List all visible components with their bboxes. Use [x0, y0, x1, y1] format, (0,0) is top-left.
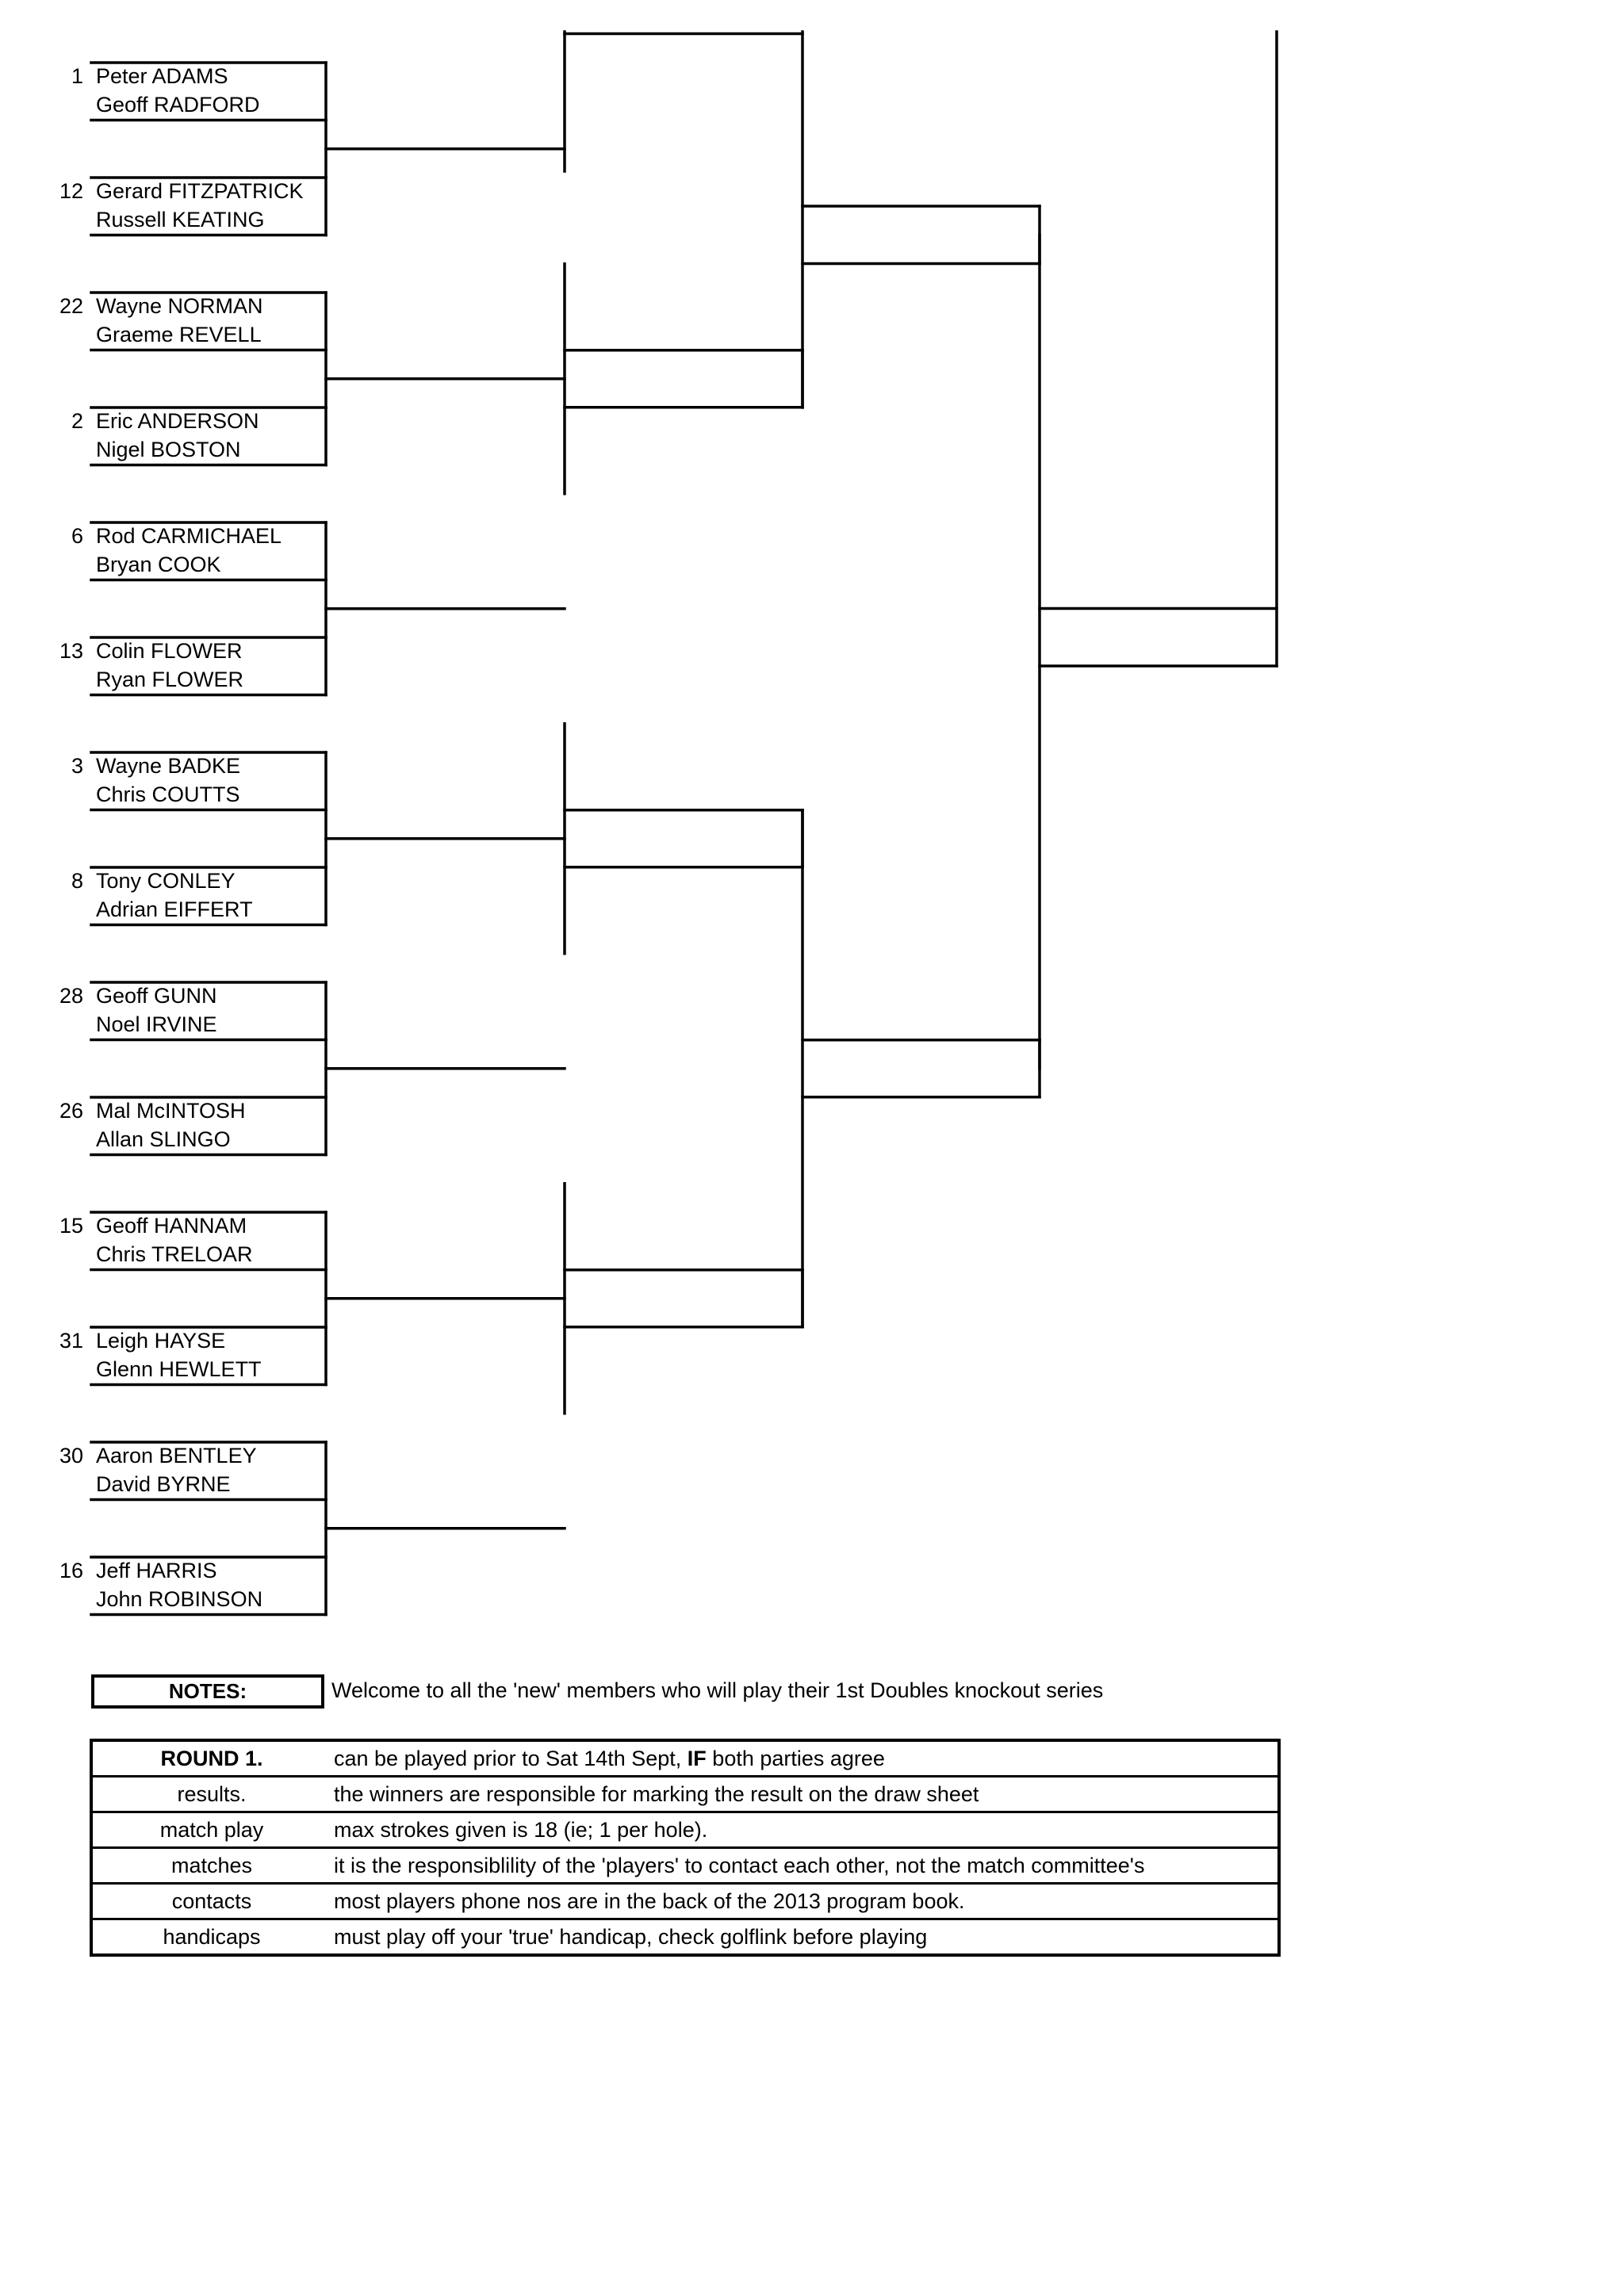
rule-row: results. the winners are responsible for…: [91, 1776, 1279, 1813]
team-seed: 8: [71, 869, 83, 893]
player-name: Wayne BADKE: [96, 754, 241, 778]
player-name: Tony CONLEY: [96, 869, 236, 893]
player-name: Aaron BENTLEY: [96, 1444, 257, 1468]
rule-text: most players phone nos are in the back o…: [331, 1883, 1279, 1920]
player-name: Eric ANDERSON: [96, 409, 259, 433]
team-seed: 13: [59, 639, 83, 663]
rule-text: can be played prior to Sat 14th Sept, IF…: [331, 1740, 1279, 1777]
player-name: Adrian EIFFERT: [96, 897, 253, 921]
team-seed: 30: [59, 1444, 83, 1468]
rule-key: matches: [91, 1847, 331, 1885]
rule-row: match play max strokes given is 18 (ie; …: [91, 1812, 1279, 1849]
player-name: Colin FLOWER: [96, 639, 243, 663]
rule-key: contacts: [91, 1883, 331, 1920]
player-name: Graeme REVELL: [96, 323, 262, 346]
team-seed: 2: [71, 409, 83, 433]
team-seed: 12: [59, 179, 83, 203]
rule-key: results.: [91, 1776, 331, 1813]
notes-text: Welcome to all the 'new' members who wil…: [331, 1678, 1104, 1702]
notes-label: NOTES:: [91, 1674, 324, 1709]
rules-table: ROUND 1. can be played prior to Sat 14th…: [90, 1739, 1281, 1957]
player-name: Geoff RADFORD: [96, 93, 260, 117]
team-seed: 26: [59, 1099, 83, 1123]
player-name: Wayne NORMAN: [96, 294, 263, 318]
team-seed: 3: [71, 754, 83, 778]
rule-text: it is the responsiblility of the 'player…: [331, 1847, 1279, 1885]
rule-key: ROUND 1.: [91, 1740, 331, 1777]
rule-text: the winners are responsible for marking …: [331, 1776, 1279, 1813]
rule-key: handicaps: [91, 1919, 331, 1957]
rule-row: contacts most players phone nos are in t…: [91, 1883, 1279, 1920]
team-seed: 1: [71, 64, 83, 88]
rule-text: must play off your 'true' handicap, chec…: [331, 1919, 1279, 1957]
team-seed: 16: [59, 1559, 83, 1582]
player-name: Peter ADAMS: [96, 64, 228, 88]
player-name: Ryan FLOWER: [96, 668, 244, 691]
player-name: Chris COUTTS: [96, 783, 240, 806]
rule-row: handicaps must play off your 'true' hand…: [91, 1919, 1279, 1957]
player-name: Leigh HAYSE: [96, 1329, 226, 1353]
player-name: Jeff HARRIS: [96, 1559, 217, 1582]
team-seed: 31: [59, 1329, 83, 1353]
player-name: Gerard FITZPATRICK: [96, 179, 304, 203]
player-name: Chris TRELOAR: [96, 1242, 253, 1266]
team-seed: 22: [59, 294, 83, 318]
team-seed: 15: [59, 1214, 83, 1238]
player-name: Geoff HANNAM: [96, 1214, 247, 1238]
player-name: Noel IRVINE: [96, 1012, 217, 1036]
rule-text-emphasis: IF: [687, 1746, 707, 1770]
player-name: David BYRNE: [96, 1472, 231, 1496]
rule-text: max strokes given is 18 (ie; 1 per hole)…: [331, 1812, 1279, 1849]
player-name: Mal McINTOSH: [96, 1099, 246, 1123]
player-name: Bryan COOK: [96, 553, 221, 576]
player-name: Rod CARMICHAEL: [96, 524, 282, 548]
player-name: Nigel BOSTON: [96, 438, 241, 461]
rule-key: match play: [91, 1812, 331, 1849]
team-seed: 6: [71, 524, 83, 548]
player-name: John ROBINSON: [96, 1587, 263, 1611]
rule-row: matches it is the responsiblility of the…: [91, 1847, 1279, 1885]
player-name: Allan SLINGO: [96, 1127, 231, 1151]
player-name: Glenn HEWLETT: [96, 1357, 262, 1381]
player-name: Russell KEATING: [96, 208, 265, 232]
team-seed: 28: [59, 984, 83, 1008]
rule-text-pre: can be played prior to Sat 14th Sept,: [334, 1746, 688, 1770]
rule-row: ROUND 1. can be played prior to Sat 14th…: [91, 1740, 1279, 1777]
rule-text-post: both parties agree: [706, 1746, 885, 1770]
player-name: Geoff GUNN: [96, 984, 217, 1008]
